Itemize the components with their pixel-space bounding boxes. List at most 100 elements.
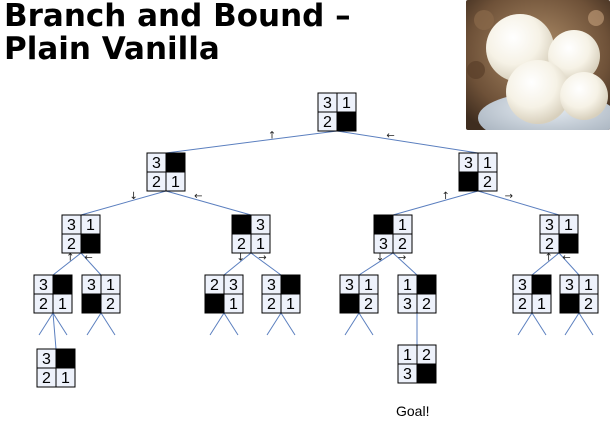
tile-number: 3 bbox=[565, 277, 574, 294]
blank-tile bbox=[558, 233, 579, 254]
number-tile bbox=[578, 293, 599, 314]
tile-number: 1 bbox=[403, 277, 412, 294]
tile-number: 2 bbox=[42, 370, 51, 387]
tree-edge bbox=[223, 252, 252, 276]
number-tile bbox=[477, 171, 498, 192]
move-arrow-icon: ← bbox=[194, 191, 202, 202]
tile-number: 2 bbox=[422, 347, 431, 364]
unexpanded-edge bbox=[578, 312, 594, 336]
unexpanded-edge bbox=[564, 312, 580, 336]
tile-number: 2 bbox=[398, 236, 407, 253]
move-arrow-icon: ↑ bbox=[442, 191, 450, 202]
tile-number: 1 bbox=[106, 277, 115, 294]
blank-tile bbox=[231, 214, 252, 235]
tree-edge bbox=[531, 252, 560, 276]
tree-edge bbox=[336, 130, 479, 154]
number-tile bbox=[55, 367, 76, 388]
blank-tile bbox=[80, 233, 101, 254]
unexpanded-edge bbox=[280, 312, 296, 336]
tile-number: 1 bbox=[403, 347, 412, 364]
tile-number: 1 bbox=[584, 277, 593, 294]
tree-edge bbox=[558, 252, 580, 276]
tile-number: 2 bbox=[323, 114, 332, 131]
tile-number: 3 bbox=[229, 277, 238, 294]
title-line-2: Plain Vanilla bbox=[4, 31, 220, 67]
unexpanded-edge bbox=[86, 312, 102, 336]
blank-tile bbox=[165, 152, 186, 173]
tile-number: 1 bbox=[61, 370, 70, 387]
move-arrow-icon: ← bbox=[84, 252, 92, 263]
number-tile bbox=[531, 293, 552, 314]
slide-title: Branch and Bound – Plain Vanilla bbox=[4, 0, 351, 66]
tile-number: 2 bbox=[518, 296, 527, 313]
tile-number: 3 bbox=[345, 277, 354, 294]
unexpanded-edge bbox=[38, 312, 54, 336]
tile-number: 3 bbox=[323, 95, 332, 112]
number-tile bbox=[358, 293, 379, 314]
tile-number: 2 bbox=[67, 236, 76, 253]
blank-tile bbox=[373, 214, 394, 235]
tile-number: 3 bbox=[379, 236, 388, 253]
number-tile bbox=[416, 293, 437, 314]
tree-edge bbox=[392, 190, 479, 216]
tile-number: 3 bbox=[403, 366, 412, 383]
tile-number: 2 bbox=[584, 296, 593, 313]
move-arrow-icon: ↑ bbox=[268, 130, 276, 141]
tree-edge bbox=[392, 252, 418, 276]
tile-number: 3 bbox=[464, 155, 473, 172]
tree-edge bbox=[358, 252, 394, 276]
tree-edge bbox=[80, 190, 167, 216]
tile-number: 2 bbox=[364, 296, 373, 313]
tile-number: 3 bbox=[256, 217, 265, 234]
move-arrow-icon: ↓ bbox=[130, 191, 138, 202]
tile-number: 1 bbox=[364, 277, 373, 294]
move-arrow-icon: ↑ bbox=[545, 252, 553, 263]
tile-number: 3 bbox=[39, 277, 48, 294]
move-arrow-icon: → bbox=[505, 191, 513, 202]
blank-tile bbox=[204, 293, 225, 314]
number-tile bbox=[165, 171, 186, 192]
blank-tile bbox=[559, 293, 580, 314]
unexpanded-edge bbox=[223, 312, 239, 336]
number-tile bbox=[280, 293, 301, 314]
tile-number: 2 bbox=[39, 296, 48, 313]
tile-number: 3 bbox=[87, 277, 96, 294]
tile-number: 1 bbox=[286, 296, 295, 313]
tile-number: 1 bbox=[229, 296, 238, 313]
tree-edge bbox=[52, 252, 82, 276]
tile-number: 2 bbox=[545, 236, 554, 253]
tile-number: 3 bbox=[518, 277, 527, 294]
number-tile bbox=[100, 293, 121, 314]
move-arrow-icon: ← bbox=[386, 130, 394, 141]
tile-number: 1 bbox=[171, 174, 180, 191]
goal-label: Goal! bbox=[396, 403, 430, 419]
move-arrow-icon: → bbox=[398, 252, 406, 263]
tile-number: 3 bbox=[67, 217, 76, 234]
tree-edge bbox=[250, 252, 282, 276]
tile-number: 1 bbox=[256, 236, 265, 253]
tile-number: 2 bbox=[152, 174, 161, 191]
tree-edge bbox=[80, 252, 102, 276]
ice-cream-photo bbox=[466, 0, 610, 130]
unexpanded-edge bbox=[344, 312, 360, 336]
move-arrow-icon: → bbox=[258, 252, 266, 263]
unexpanded-edge bbox=[266, 312, 282, 336]
tile-number: 1 bbox=[483, 155, 492, 172]
unexpanded-edge bbox=[209, 312, 225, 336]
blank-tile bbox=[336, 111, 357, 132]
tile-number: 1 bbox=[537, 296, 546, 313]
blank-tile bbox=[52, 274, 73, 295]
blank-tile bbox=[458, 171, 479, 192]
